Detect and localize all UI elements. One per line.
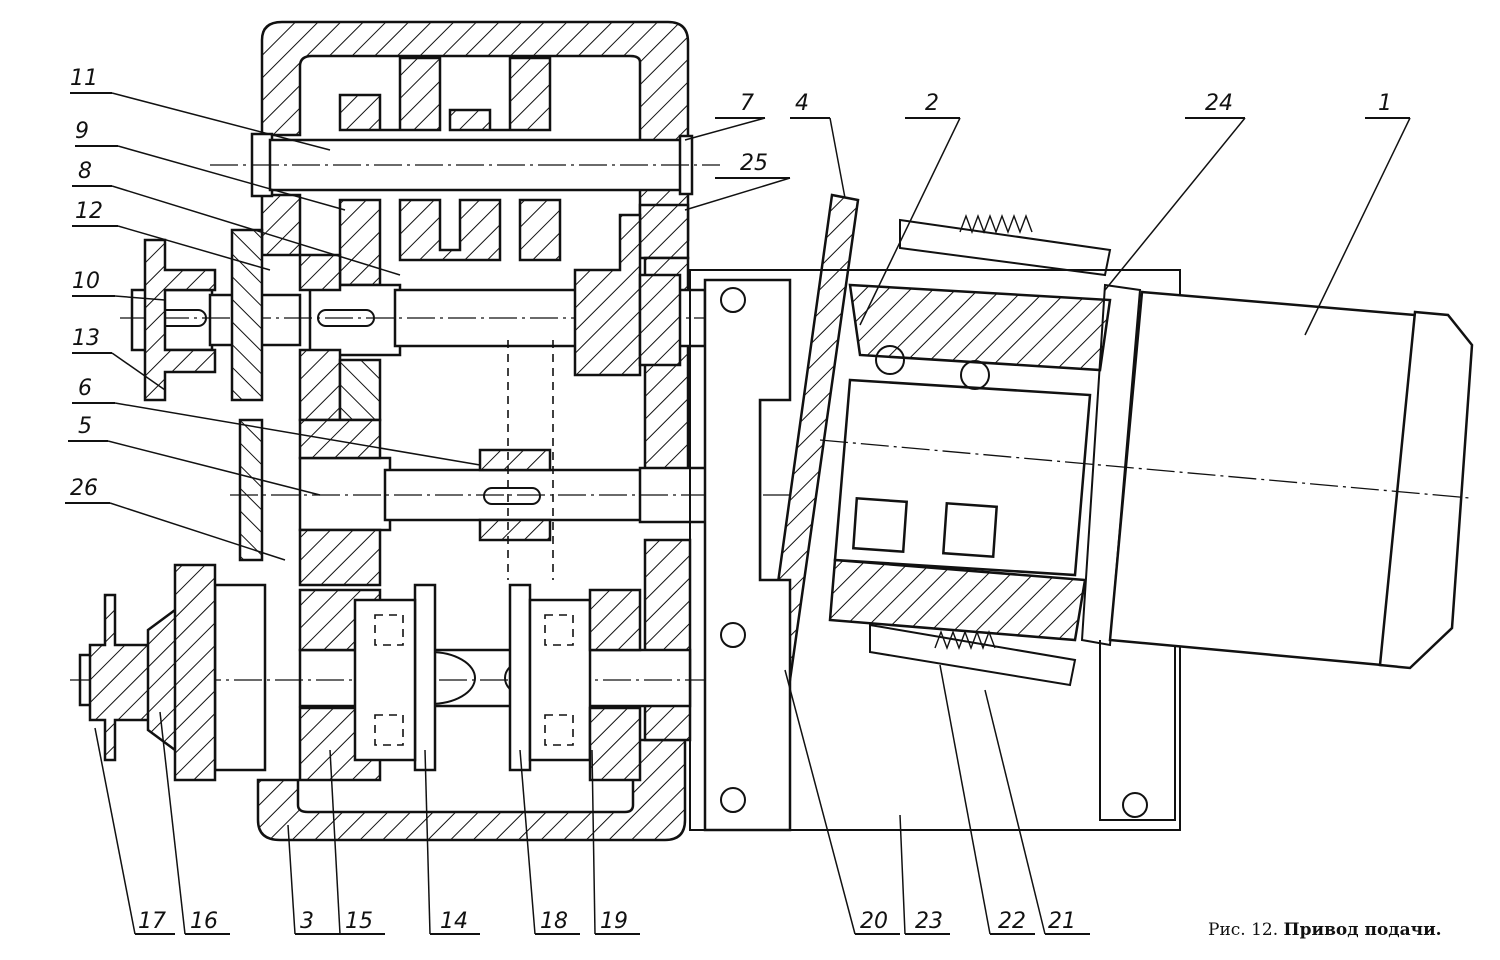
callout-13: 13	[72, 326, 166, 391]
callout-5: 5	[68, 414, 321, 496]
electric-motor-1	[819, 283, 1474, 670]
callout-4: 4	[790, 91, 846, 199]
callout-label: 26	[70, 476, 98, 501]
callout-leader	[107, 440, 321, 496]
callout-label: 19	[600, 909, 628, 934]
callout-leader	[114, 295, 166, 301]
callout-label: 23	[915, 909, 943, 934]
inclined-flange-4	[703, 193, 860, 832]
callout-leader	[784, 669, 856, 935]
callout-7: 7	[684, 91, 766, 141]
callout-leader	[111, 185, 401, 276]
callout-leader	[1104, 117, 1246, 291]
callout-19: 19	[591, 749, 640, 935]
shaft-11	[210, 56, 720, 287]
callout-leader	[159, 711, 186, 935]
callout-17: 17	[94, 727, 175, 935]
callout-label: 14	[440, 909, 468, 934]
callout-label: 24	[1205, 91, 1233, 116]
callout-label: 25	[740, 151, 768, 176]
shaft-5	[230, 340, 800, 587]
callout-3: 3	[287, 824, 340, 935]
motor-base-23	[689, 269, 1181, 831]
caption-prefix: Рис. 12.	[1208, 920, 1279, 940]
callout-11: 11	[70, 66, 331, 151]
callout-10: 10	[72, 269, 166, 301]
callout-8: 8	[72, 159, 401, 276]
figure-caption: Рис. 12. Привод подачи.	[1208, 920, 1442, 940]
output-shaft-16	[70, 563, 720, 782]
callout-label: 10	[72, 269, 100, 294]
callout-label: 2	[925, 91, 939, 116]
callout-leader	[329, 749, 341, 935]
callout-label: 15	[345, 909, 373, 934]
callout-15: 15	[329, 749, 385, 935]
callout-label: 18	[540, 909, 568, 934]
callout-label: 13	[72, 326, 100, 351]
callout-leader	[111, 352, 166, 391]
callout-leader	[117, 225, 271, 271]
callout-22: 22	[939, 664, 1035, 935]
callout-label: 6	[78, 376, 92, 401]
callout-label: 11	[70, 66, 98, 91]
callout-label: 4	[795, 91, 809, 116]
callout-leader	[684, 177, 791, 211]
caption-title: Привод подачи.	[1283, 920, 1442, 940]
callout-24: 24	[1104, 91, 1246, 291]
callout-label: 12	[75, 199, 103, 224]
callout-21: 21	[984, 689, 1090, 935]
callout-label: 1	[1378, 91, 1392, 116]
callout-leader	[117, 145, 346, 211]
callout-leader	[94, 727, 136, 935]
callout-leader	[859, 117, 961, 326]
callout-6: 6	[72, 376, 481, 466]
callout-label: 5	[78, 414, 92, 439]
callout-layer: 11 9 8 12 10 13 6 5 26 7 4 25 2 24 1 17 16 3 15 14 18 19 20 23 2…	[65, 66, 1411, 935]
input-shaft-10	[120, 213, 720, 422]
callout-leader	[109, 502, 286, 561]
callout-2: 2	[859, 91, 961, 326]
callout-label: 8	[78, 159, 92, 184]
callout-25: 25	[684, 151, 791, 211]
callout-leader	[899, 814, 906, 935]
callout-20: 20	[784, 669, 900, 935]
callout-leader	[1304, 117, 1411, 336]
callout-1: 1	[1304, 91, 1411, 336]
callout-leader	[519, 749, 536, 935]
callout-label: 7	[740, 91, 754, 116]
callout-leader	[939, 664, 991, 935]
callout-leader	[984, 689, 1046, 935]
callout-label: 3	[300, 909, 314, 934]
callout-leader	[829, 117, 846, 199]
callout-leader	[114, 402, 481, 466]
callout-leader	[684, 117, 766, 141]
callout-leader	[591, 749, 596, 935]
callout-12: 12	[72, 199, 271, 271]
callout-label: 22	[998, 909, 1026, 934]
callout-leader	[424, 749, 431, 935]
callout-9: 9	[75, 119, 346, 211]
callout-leader	[287, 824, 296, 935]
callout-label: 21	[1048, 909, 1076, 934]
callout-14: 14	[424, 749, 480, 935]
callout-18: 18	[519, 749, 580, 935]
callout-16: 16	[159, 711, 230, 935]
clutch-unit	[828, 214, 1112, 687]
callout-label: 9	[75, 119, 89, 144]
callout-23: 23	[899, 814, 950, 935]
callout-label: 17	[138, 909, 166, 934]
callout-26: 26	[65, 476, 286, 561]
callout-label: 16	[190, 909, 218, 934]
callout-label: 20	[860, 909, 888, 934]
callout-leader	[111, 92, 331, 151]
